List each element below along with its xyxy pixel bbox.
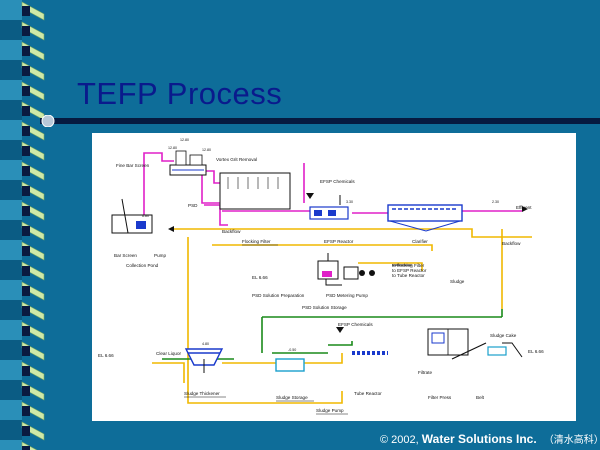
- label-efsp-chemicals-top: EFSP Chemicals: [320, 179, 355, 184]
- label-elevation: 12.80: [180, 138, 189, 142]
- label-elevation: 4.80: [202, 342, 209, 346]
- label-efsp-reactor: EFSP Reactor: [324, 239, 354, 244]
- arrow-icon: [336, 327, 344, 333]
- arrow-icon: [306, 193, 314, 199]
- label-belt: Belt: [476, 395, 485, 400]
- label-to-efsp-reactor: to EFSP Reactor: [392, 268, 427, 273]
- filter-press-unit: [427, 328, 469, 356]
- company-chinese-name: （清水高科）: [543, 435, 600, 446]
- label-psd-metering-pump: PSD Metering Pump: [326, 293, 368, 298]
- title-rule: [40, 115, 600, 127]
- sludge-thickener-unit: [184, 348, 224, 373]
- psd-metering-pump: [359, 270, 375, 276]
- label-psd-solution-preparation: PSD Solution Preparation: [252, 293, 305, 298]
- label-elevation: 3.30: [346, 200, 353, 204]
- label-sludge-right: Sludge: [450, 279, 465, 284]
- label-backflow-right: Backflow: [502, 241, 521, 246]
- label-to-tube-reactor: to Tube Reactor: [392, 273, 425, 278]
- psd-solution-preparation-unit: [317, 253, 359, 280]
- company-name: Water Solutions Inc.: [421, 432, 537, 446]
- label-filtrate: Filtrate: [418, 370, 432, 375]
- arrow-icon: [522, 206, 528, 212]
- backflow-line: [152, 228, 532, 404]
- label-vortex-grit-removal: Vortex Grit Removal: [216, 157, 257, 162]
- label-to-flocking-filter: to flocking Filter: [392, 263, 425, 268]
- fine-bar-screen-unit: [169, 150, 207, 176]
- label-sludge-thickener: Sludge Thickener: [184, 391, 220, 396]
- label-el-bottom-left: EL 6.66: [98, 353, 114, 358]
- label-clear-liquor: Clear Liquor: [156, 351, 181, 356]
- label-psd-top: PSD: [188, 203, 198, 208]
- grit-tank: [219, 172, 291, 210]
- label-collection-pond: Collection Pond: [126, 263, 159, 268]
- label-elevation: 6.80: [142, 214, 149, 218]
- label-sludge-storage: Sludge Storage: [276, 395, 308, 400]
- label-backflow-left: Backflow: [222, 229, 241, 234]
- label-effluent: Effluent: [516, 205, 532, 210]
- label-sludge-cake: Sludge Cake: [490, 333, 517, 338]
- spiral-binding: [0, 0, 45, 450]
- label-elevation: 2.30: [492, 200, 499, 204]
- efsp-reactor-unit: [309, 206, 349, 220]
- label-filter-press: Filter Press: [428, 395, 452, 400]
- collection-pond: [111, 198, 153, 234]
- flow-arrows: [168, 193, 528, 333]
- label-bar-screen: Bar Screen: [114, 253, 137, 258]
- belt-conveyor: [451, 342, 507, 360]
- label-el-left: EL 6.66: [252, 275, 268, 280]
- label-elevation: 12.80: [202, 148, 211, 152]
- slide-title: TEFP Process: [77, 76, 283, 111]
- slide-footer: © 2002, Water Solutions Inc. （清水高科）: [380, 431, 600, 446]
- rule-bullet-icon: [41, 115, 55, 127]
- clarifier-unit: [387, 204, 463, 232]
- label-clarifier: Clarifier: [412, 239, 428, 244]
- label-elevation: 12.80: [168, 146, 177, 150]
- label-el-bottom-right: EL 6.66: [528, 349, 544, 354]
- label-psd-solution-storage: PSD Solution Storage: [302, 305, 347, 310]
- label-tube-reactor: Tube Reactor: [354, 391, 382, 396]
- label-efsp-chemicals-bottom: EFSP Chemicals: [338, 322, 373, 327]
- label-fine-bar-screen: Fine Bar Screen: [116, 163, 150, 168]
- label-flocking-filter: Flocking Filter: [242, 239, 271, 244]
- label-sludge-pump: Sludge Pump: [316, 408, 344, 413]
- process-diagram: Fine Bar Screen Vortex Grit Removal EFSP…: [92, 133, 576, 421]
- label-elevation: -0.50: [288, 348, 296, 352]
- copyright-text: © 2002,: [380, 434, 419, 446]
- label-pump: Pump: [154, 253, 166, 258]
- sludge-storage-tank: [275, 358, 305, 372]
- arrow-icon: [168, 226, 174, 232]
